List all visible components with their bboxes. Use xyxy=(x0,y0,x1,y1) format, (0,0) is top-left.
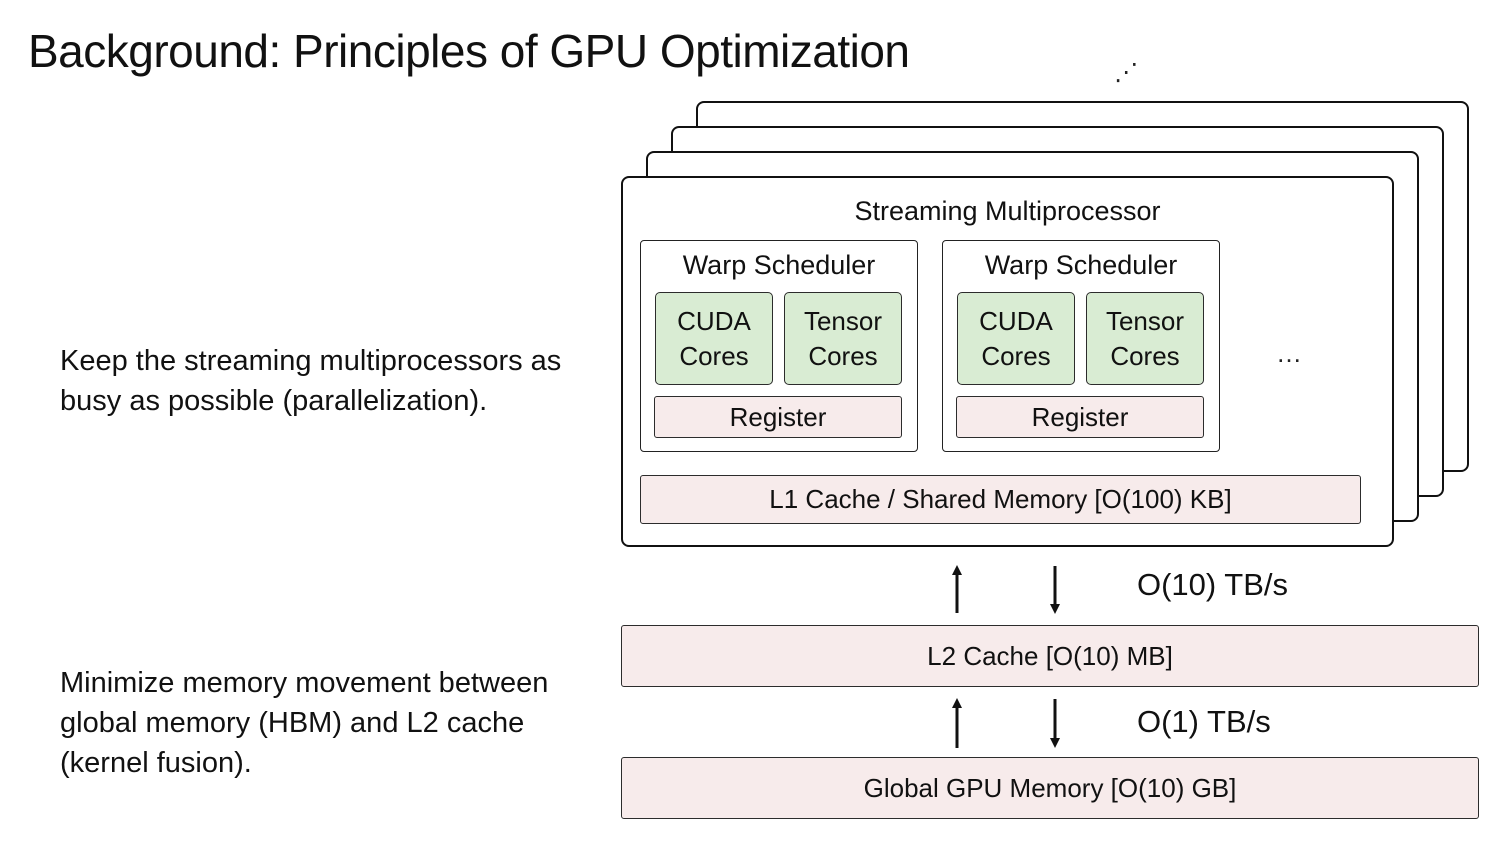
cuda-cores-2-line1: CUDA xyxy=(979,305,1053,336)
warp-scheduler-2-label: Warp Scheduler xyxy=(984,250,1178,280)
cuda-cores-2: CUDA Cores xyxy=(957,292,1075,385)
warp-scheduler-1-label: Warp Scheduler xyxy=(682,250,876,280)
bandwidth-sm-l2: O(10) TB/s xyxy=(1137,567,1289,602)
cuda-cores-1: CUDA Cores xyxy=(655,292,773,385)
l2-cache: L2 Cache [O(10) MB] xyxy=(621,625,1479,687)
note-parallelization: Keep the streaming multiprocessors as bu… xyxy=(60,345,562,417)
cuda-cores-1-line1: CUDA xyxy=(677,305,751,336)
cuda-cores-1-line2: Cores xyxy=(679,340,749,371)
stack-ellipsis: ⋰ xyxy=(1114,59,1138,86)
note-kernel-fusion: Minimize memory movement between global … xyxy=(60,667,549,779)
bandwidth-l2-hbm: O(1) TB/s xyxy=(1137,704,1271,739)
sm-title: Streaming Multiprocessor xyxy=(854,196,1161,226)
tensor-cores-1-line2: Cores xyxy=(808,340,878,371)
tensor-cores-2-line2: Cores xyxy=(1110,340,1180,371)
tensor-cores-1-line1: Tensor xyxy=(803,305,883,336)
global-gpu-memory: Global GPU Memory [O(10) GB] xyxy=(621,757,1479,819)
l1-cache-shared-memory: L1 Cache / Shared Memory [O(100) KB] xyxy=(640,475,1361,524)
page-title: Background: Principles of GPU Optimizati… xyxy=(28,25,910,77)
register-1: Register xyxy=(654,396,902,438)
register-2: Register xyxy=(956,396,1204,438)
more-schedulers-ellipsis: … xyxy=(1276,338,1302,368)
cuda-cores-2-line2: Cores xyxy=(981,340,1051,371)
tensor-cores-2-line1: Tensor xyxy=(1105,305,1185,336)
